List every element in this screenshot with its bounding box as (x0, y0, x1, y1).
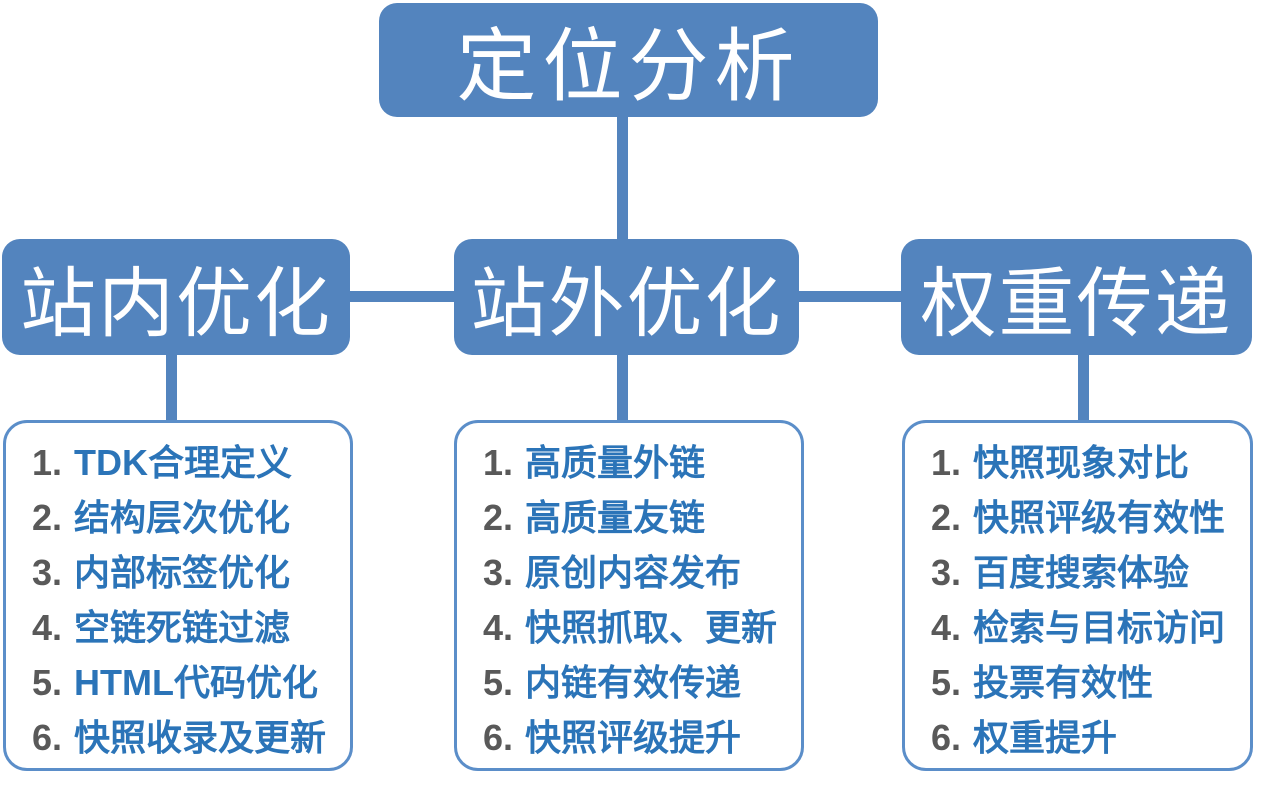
list-item-text: HTML代码优化 (74, 662, 318, 703)
list-item-number: 4. (32, 607, 63, 648)
list-item-number: 4. (483, 607, 514, 648)
list-item: 6. 快照评级提升 (483, 710, 793, 765)
list-item: 3. 百度搜索体验 (931, 545, 1242, 600)
list-item: 6. 权重提升 (931, 710, 1242, 765)
list-item-text: 高质量友链 (525, 497, 706, 538)
list-item: 1. 快照现象对比 (931, 435, 1242, 490)
list-item: 2. 快照评级有效性 (931, 490, 1242, 545)
branch-node-label: 权重传递 (920, 262, 1233, 347)
list-item-number: 1. (32, 442, 63, 483)
list-item-number: 5. (32, 662, 63, 703)
list-item-text: 快照收录及更新 (74, 717, 327, 758)
list-item: 1. TDK合理定义 (32, 435, 342, 490)
list-item: 4. 检索与目标访问 (931, 600, 1242, 655)
list-item: 2. 高质量友链 (483, 490, 793, 545)
list-item-number: 6. (483, 717, 514, 758)
list-item-text: 检索与目标访问 (973, 607, 1226, 648)
connector-branch2-branch3 (797, 291, 903, 302)
list-item-number: 2. (32, 497, 63, 538)
list-item-number: 6. (931, 717, 962, 758)
list-item-text: 投票有效性 (973, 662, 1154, 703)
list-item: 5. HTML代码优化 (32, 655, 342, 710)
list-item: 6. 快照收录及更新 (32, 710, 342, 765)
list-item: 5. 内链有效传递 (483, 655, 793, 710)
list-item-text: TDK合理定义 (74, 442, 293, 483)
connector-branch1-branch2 (348, 291, 456, 302)
list-item-number: 5. (931, 662, 962, 703)
connector-root-to-branch-row (617, 116, 628, 241)
list-item: 1. 高质量外链 (483, 435, 793, 490)
list-item-number: 3. (483, 552, 514, 593)
list-item-text: 原创内容发布 (525, 552, 742, 593)
root-node-label: 定位分析 (456, 22, 801, 111)
branch-node-offsite-optimization: 站外优化 (454, 239, 799, 355)
list-box-onsite: 1. TDK合理定义 2. 结构层次优化 3. 内部标签优化 4. 空链死链过滤 5. H… (3, 420, 353, 771)
list-item-number: 6. (32, 717, 63, 758)
list-item-text: 内链有效传递 (525, 662, 742, 703)
list-box-weight-transfer: 1. 快照现象对比 2. 快照评级有效性 3. 百度搜索体验 4. 检索与目标访问 5.… (902, 420, 1253, 771)
list-item-number: 3. (931, 552, 962, 593)
list-item-number: 5. (483, 662, 514, 703)
branch-node-label: 站外优化 (470, 262, 783, 347)
connector-branch1-to-list (166, 354, 177, 422)
list-item-number: 1. (483, 442, 514, 483)
list-item: 3. 原创内容发布 (483, 545, 793, 600)
list-item: 5. 投票有效性 (931, 655, 1242, 710)
root-node-positioning-analysis: 定位分析 (379, 3, 878, 117)
list-item-number: 2. (483, 497, 514, 538)
list-item-number: 4. (931, 607, 962, 648)
list-item-text: 空链死链过滤 (74, 607, 291, 648)
branch-node-onsite-optimization: 站内优化 (2, 239, 350, 355)
list-item: 4. 空链死链过滤 (32, 600, 342, 655)
list-item-number: 1. (931, 442, 962, 483)
list-item-text: 高质量外链 (525, 442, 706, 483)
list-item-text: 权重提升 (973, 717, 1118, 758)
list-item-number: 3. (32, 552, 63, 593)
connector-branch2-to-list (617, 354, 628, 422)
list-item-text: 百度搜索体验 (973, 552, 1190, 593)
connector-branch3-to-list (1078, 354, 1089, 422)
list-item-number: 2. (931, 497, 962, 538)
list-item-text: 快照评级提升 (525, 717, 742, 758)
list-item-text: 快照抓取、更新 (525, 607, 778, 648)
list-item-text: 内部标签优化 (74, 552, 291, 593)
list-item-text: 快照现象对比 (973, 442, 1190, 483)
list-item: 4. 快照抓取、更新 (483, 600, 793, 655)
list-item: 2. 结构层次优化 (32, 490, 342, 545)
branch-node-weight-transfer: 权重传递 (901, 239, 1252, 355)
list-box-offsite: 1. 高质量外链 2. 高质量友链 3. 原创内容发布 4. 快照抓取、更新 5. 内链有… (454, 420, 804, 771)
list-item-text: 结构层次优化 (74, 497, 291, 538)
list-item-text: 快照评级有效性 (973, 497, 1226, 538)
list-item: 3. 内部标签优化 (32, 545, 342, 600)
branch-node-label: 站内优化 (20, 262, 332, 347)
